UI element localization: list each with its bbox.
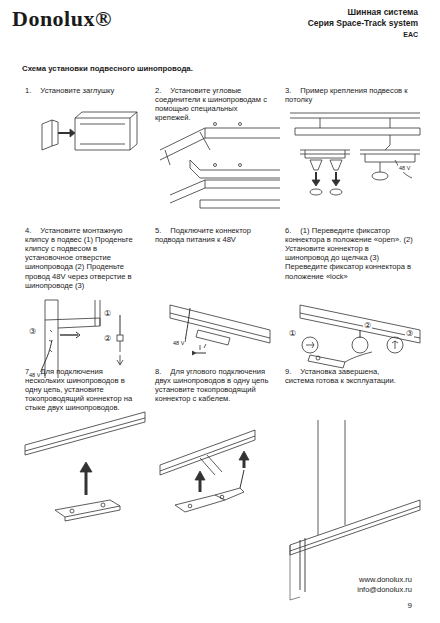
step1-figure bbox=[42, 112, 137, 150]
step4-figure bbox=[40, 300, 123, 378]
step-text: Установите монтажную клипсу в подвес (1)… bbox=[25, 226, 133, 290]
step-text: Установите угловые соединители к шинопро… bbox=[155, 86, 267, 122]
step5-figure bbox=[170, 305, 270, 355]
step-text: Установка завершена, система готова к эк… bbox=[285, 367, 396, 385]
step-number: 4. bbox=[25, 226, 31, 235]
step-instruction: 8.Для углового подключения двух шинопров… bbox=[155, 367, 273, 403]
header-text: Серия Space-Track system bbox=[308, 18, 418, 28]
step-text: Для углового подключения двух шинопровод… bbox=[155, 367, 268, 403]
step-number: 1. bbox=[25, 86, 31, 95]
callout-number: ② bbox=[363, 322, 372, 330]
step9-figure bbox=[290, 420, 420, 600]
step-instruction: 1. Установите заглушку bbox=[25, 86, 143, 95]
step-number: 3. bbox=[285, 86, 291, 95]
step-instruction: 7.Для подключения нескольких шинопроводо… bbox=[25, 367, 143, 413]
step-instruction: 2.Установите угловые соединители к шиноп… bbox=[155, 86, 273, 122]
brand-logo: Donolux® bbox=[12, 6, 112, 32]
step-instruction: 4.Установите монтажную клипсу в подвес (… bbox=[25, 226, 143, 290]
step-number: 2. bbox=[155, 86, 161, 95]
callout-number: ③ bbox=[28, 328, 37, 336]
step2-figure bbox=[160, 123, 280, 209]
header-text: Шинная система bbox=[348, 7, 418, 17]
page-number: 9 bbox=[408, 601, 412, 611]
step7-figure bbox=[25, 412, 145, 521]
step-number: 5. bbox=[155, 226, 161, 235]
voltage-label: 48 V bbox=[28, 372, 41, 379]
voltage-label: 48 V bbox=[172, 340, 185, 347]
step-instruction: 3.Пример крепления подвесов к потолку bbox=[285, 86, 410, 104]
step-instruction: 9.Установка завершена, система готова к … bbox=[285, 367, 410, 385]
step-text: (1) Переведите фиксатор коннектора в пол… bbox=[285, 226, 413, 281]
step-number: 8. bbox=[155, 367, 161, 376]
step-number: 6. bbox=[285, 226, 291, 235]
voltage-label: 48 V bbox=[398, 165, 411, 172]
step-text: Пример крепления подвесов к потолку bbox=[285, 86, 408, 104]
callout-number: ② bbox=[103, 335, 112, 343]
footer-text: info@donolux.ru bbox=[357, 585, 412, 594]
step-instruction: 5.Подключите коннектор подвода питания к… bbox=[155, 226, 273, 244]
step-text: Подключите коннектор подвода питания к 4… bbox=[155, 226, 251, 244]
callout-number: ① bbox=[103, 310, 112, 318]
step8-figure bbox=[160, 430, 255, 512]
callout-number: ① bbox=[288, 330, 297, 338]
callout-number: ③ bbox=[405, 330, 414, 338]
step-instruction: 6.(1) Переведите фиксатор коннектора в п… bbox=[285, 226, 413, 281]
page-title: Схема установки подвесного шинопровода. bbox=[22, 64, 193, 73]
step6-figure bbox=[300, 305, 420, 368]
step-text: Установите заглушку bbox=[40, 86, 114, 95]
step-number: 9. bbox=[285, 367, 291, 376]
step3-figure bbox=[290, 113, 420, 195]
certification-mark: EAC bbox=[403, 31, 418, 39]
footer-text: www.donolux.ru bbox=[359, 575, 412, 584]
